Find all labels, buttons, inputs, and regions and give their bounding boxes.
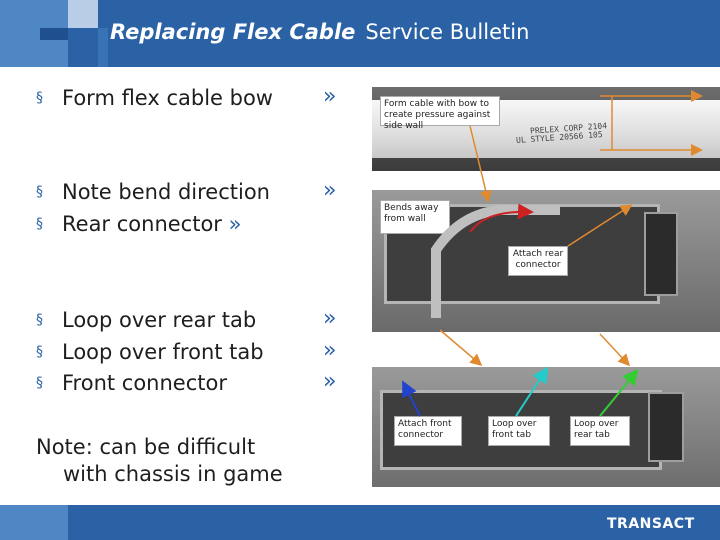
bullet-text: Form flex cable bow	[62, 86, 273, 110]
chassis-connector	[648, 392, 684, 462]
bullet-text: Rear connector	[62, 212, 222, 236]
callout-bends-away: Bends away from wall	[380, 200, 450, 234]
header-square-decoration	[98, 28, 108, 67]
arrow-rear-connector	[567, 204, 633, 247]
bullet-marker: §	[36, 90, 43, 106]
title-subtitle: Service Bulletin	[365, 20, 530, 44]
chevron-icon: »	[323, 369, 337, 394]
chevron-icon: »	[323, 84, 337, 109]
header-square-decoration	[40, 28, 68, 40]
arrow-front-tab	[515, 366, 549, 417]
callout-form-bow: Form cable with bow to create pressure a…	[380, 96, 500, 131]
chevron-icon: »	[323, 306, 337, 331]
bullet-marker: §	[36, 375, 43, 391]
cable-bend-path	[431, 205, 560, 318]
chevron-icon: »	[323, 178, 337, 203]
arrow-bend-red	[469, 203, 534, 233]
note-text: Note: can be difficult with chassis in g…	[36, 434, 283, 488]
header-square-decoration	[68, 0, 98, 28]
arrow-front-connector	[402, 380, 421, 417]
arrow-rear-tab	[599, 368, 639, 417]
note-line: Note: can be difficult	[36, 435, 256, 459]
chevron-icon: »	[228, 212, 242, 236]
bullet-form-cable-bow: § Form flex cable bow	[36, 86, 273, 110]
arrow-callout-pointer	[469, 125, 492, 203]
header-bar	[0, 0, 720, 67]
footer-bar	[0, 505, 720, 540]
title-bold: Replacing Flex Cable	[110, 20, 356, 44]
bullet-rear-connector: § Rear connector »	[36, 212, 242, 236]
bullet-text: Loop over rear tab	[62, 308, 257, 332]
transact-logo: TRANSACT	[607, 516, 695, 532]
callout-attach-rear: Attach rear connector	[508, 246, 568, 276]
bullet-text: Loop over front tab	[62, 340, 264, 364]
footer-accent-strip	[0, 505, 68, 540]
bullet-text: Front connector	[62, 371, 227, 395]
bullet-marker: §	[36, 216, 43, 232]
bullet-marker: §	[36, 184, 43, 200]
arrow-link	[599, 333, 631, 367]
callout-loop-rear-tab: Loop over rear tab	[570, 416, 630, 446]
arrow-link	[439, 329, 483, 366]
bullet-note-bend-direction: § Note bend direction	[36, 180, 270, 204]
slide-title: Replacing Flex Cable Service Bulletin	[110, 20, 529, 44]
note-line: with chassis in game	[63, 462, 283, 486]
chassis-connector	[644, 212, 678, 296]
callout-loop-front-tab: Loop over front tab	[488, 416, 550, 446]
bullet-loop-rear-tab: § Loop over rear tab	[36, 308, 256, 332]
bullet-text: Note bend direction	[62, 180, 270, 204]
bullet-marker: §	[36, 312, 43, 328]
bullet-front-connector: § Front connector	[36, 371, 227, 395]
chevron-icon: »	[323, 338, 337, 363]
bullet-loop-front-tab: § Loop over front tab	[36, 340, 264, 364]
bullet-marker: §	[36, 344, 43, 360]
callout-attach-front: Attach front connector	[394, 416, 462, 446]
